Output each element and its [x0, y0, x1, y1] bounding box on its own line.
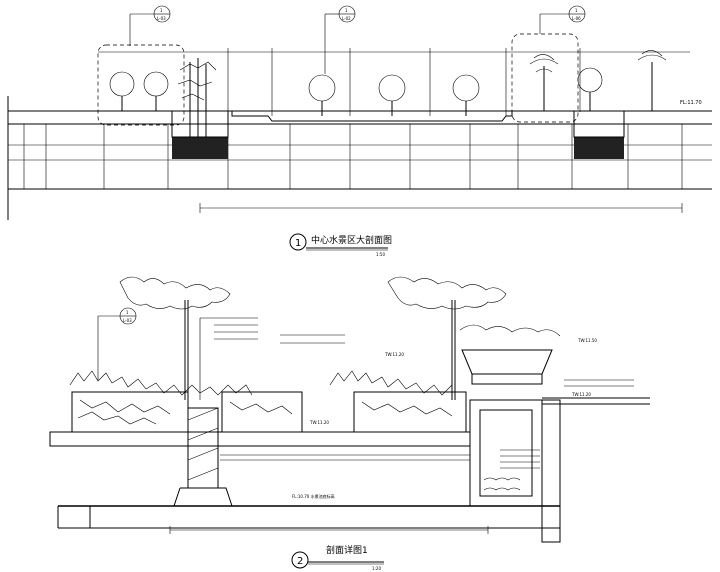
shrubs-right — [329, 370, 453, 396]
concrete-column — [187, 407, 219, 489]
section-1-elevation: 1 L-03 1 L-02 1 L-06 FL:11.70 1 中心水景区大剖面… — [7, 5, 712, 257]
callout-3: 1 L-06 — [539, 5, 586, 34]
elevation-label-3: TW:11.50 — [577, 338, 597, 343]
urn-planter — [461, 349, 553, 375]
top-dim-ticks — [227, 48, 581, 116]
callout-3-top: 1 — [575, 8, 578, 13]
tree-canopy-left — [119, 276, 231, 310]
bamboo-left — [177, 58, 217, 137]
section-1-title: 中心水景区大剖面图 — [311, 234, 392, 246]
stone-planter-left — [71, 391, 189, 433]
callout-3-bottom: L-06 — [572, 16, 581, 21]
section-2-title-block: 2 剖面详图1 1:20 — [291, 544, 384, 571]
section-1-scale: 1:50 — [376, 252, 385, 257]
bottom-elevation-label: FL:10.70 水景池底标高 — [292, 493, 335, 499]
elevation-label-1: TW:11.20 — [384, 352, 404, 357]
section-2-scale: 1:20 — [372, 566, 381, 571]
callout-1: 1 L-03 — [129, 5, 171, 46]
callout-1-top: 1 — [160, 8, 163, 13]
callout-box-left — [97, 44, 185, 126]
callout-box-right — [511, 33, 579, 123]
tree-canopy-right — [387, 276, 507, 310]
planter-right — [574, 137, 624, 159]
elevation-label-4: TW:11.20 — [571, 392, 591, 397]
stone-planter-right — [353, 391, 467, 433]
water-basin — [469, 399, 543, 507]
callout-2-top: 1 — [345, 8, 348, 13]
section-2-title: 剖面详图1 — [326, 544, 368, 556]
shrubs-left — [69, 370, 253, 396]
section-2-callout: 1 L-03 — [97, 307, 137, 380]
section-1-number: 1 — [295, 238, 301, 249]
callout-1-bottom: L-03 — [157, 16, 166, 21]
section-1-title-block: 1 中心水景区大剖面图 1:50 — [289, 233, 392, 257]
leader-notes — [199, 317, 634, 469]
gravel-layer — [49, 431, 471, 447]
stone-planter-middle — [221, 391, 303, 433]
section-2-detail: 1 L-03 TW:11.20 TW:11.20 TW:11.50 TW:11.… — [49, 276, 650, 571]
palm-right — [529, 50, 667, 111]
section-2-callout-bottom: L-03 — [123, 318, 132, 323]
section-2-number: 2 — [297, 556, 303, 567]
section-2-callout-top: 1 — [126, 310, 129, 315]
callout-2: 1 L-02 — [324, 5, 356, 74]
planter-left — [172, 137, 228, 159]
section-1-elevation-label: FL:11.70 — [680, 100, 702, 106]
elevation-label-2: TW:11.20 — [309, 420, 329, 425]
callout-2-bottom: L-02 — [342, 16, 351, 21]
